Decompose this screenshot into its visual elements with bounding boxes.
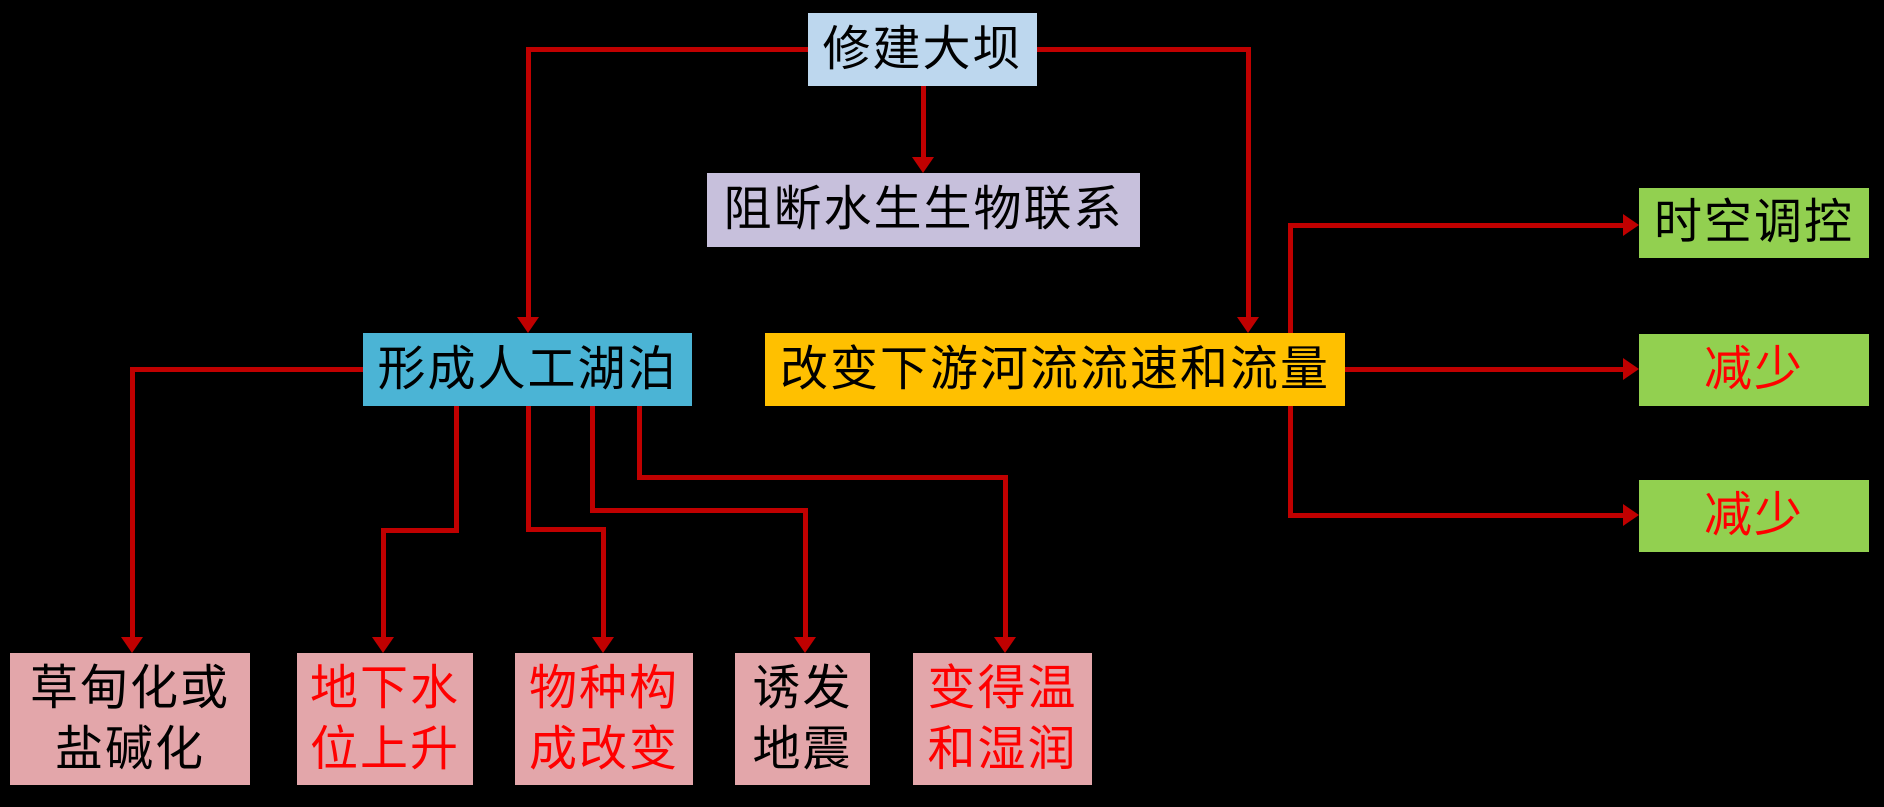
node-downstream-flow-change: 改变下游河流流速和流量 xyxy=(765,333,1345,406)
edge-lake-groundwater-arrowhead-icon xyxy=(372,637,394,653)
node-species-composition-change: 物种构 成改变 xyxy=(515,653,693,785)
edge-dam-block-line xyxy=(921,86,926,157)
node-groundwater-rise: 地下水 位上升 xyxy=(297,653,473,785)
edge-lake-groundwater-vline2 xyxy=(381,528,386,637)
edge-lake-earthquake-hline xyxy=(590,508,808,513)
edge-flow-reduce1-arrowhead-icon xyxy=(1623,358,1639,380)
edge-lake-species-hline xyxy=(526,527,606,532)
node-induced-earthquake: 诱发 地震 xyxy=(735,653,870,785)
node-spatiotemporal-regulation: 时空调控 xyxy=(1639,188,1869,258)
edge-lake-climate-vline1 xyxy=(637,406,642,480)
edge-flow-reduce2-arrowhead-icon xyxy=(1623,504,1639,526)
edge-flow-reduce2-vline xyxy=(1288,406,1293,518)
edge-dam-flow-vline xyxy=(1246,47,1251,317)
edge-flow-reduce1-hline xyxy=(1345,367,1623,372)
edge-flow-regulate-vline xyxy=(1288,223,1293,333)
edge-dam-lake-vline xyxy=(526,47,531,317)
edge-lake-meadow-arrowhead-icon xyxy=(121,637,143,653)
edge-lake-meadow-hline xyxy=(132,367,363,372)
edge-lake-species-arrowhead-icon xyxy=(592,637,614,653)
edge-lake-species-vline2 xyxy=(601,527,606,637)
edge-dam-block-arrowhead-icon xyxy=(912,157,934,173)
node-block-aquatic-link: 阻断水生生物联系 xyxy=(707,173,1140,247)
edge-lake-groundwater-hline xyxy=(381,528,459,533)
edge-dam-lake-hline xyxy=(528,47,808,52)
edge-lake-earthquake-vline1 xyxy=(590,406,595,513)
edge-lake-species-vline1 xyxy=(526,406,531,532)
node-reduce-2: 减少 xyxy=(1639,480,1869,552)
node-mild-humid-climate: 变得温 和湿润 xyxy=(913,653,1092,785)
edge-lake-meadow-vline xyxy=(130,367,135,637)
edge-flow-reduce2-hline xyxy=(1288,513,1623,518)
edge-flow-regulate-arrowhead-icon xyxy=(1623,214,1639,236)
node-build-dam: 修建大坝 xyxy=(808,13,1037,86)
edge-lake-climate-hline xyxy=(637,475,1008,480)
edge-lake-climate-arrowhead-icon xyxy=(994,637,1016,653)
edge-dam-flow-hline xyxy=(1037,47,1248,52)
node-meadow-salinization: 草甸化或 盐碱化 xyxy=(10,653,250,785)
edge-lake-groundwater-vline1 xyxy=(454,406,459,533)
node-reduce-1: 减少 xyxy=(1639,334,1869,406)
edge-lake-climate-vline2 xyxy=(1003,475,1008,637)
edge-lake-earthquake-arrowhead-icon xyxy=(794,637,816,653)
edge-flow-regulate-hline xyxy=(1288,223,1623,228)
edge-lake-earthquake-vline2 xyxy=(803,508,808,637)
node-artificial-lake: 形成人工湖泊 xyxy=(363,333,692,406)
edge-dam-lake-arrowhead-icon xyxy=(517,317,539,333)
edge-dam-flow-arrowhead-icon xyxy=(1237,317,1259,333)
